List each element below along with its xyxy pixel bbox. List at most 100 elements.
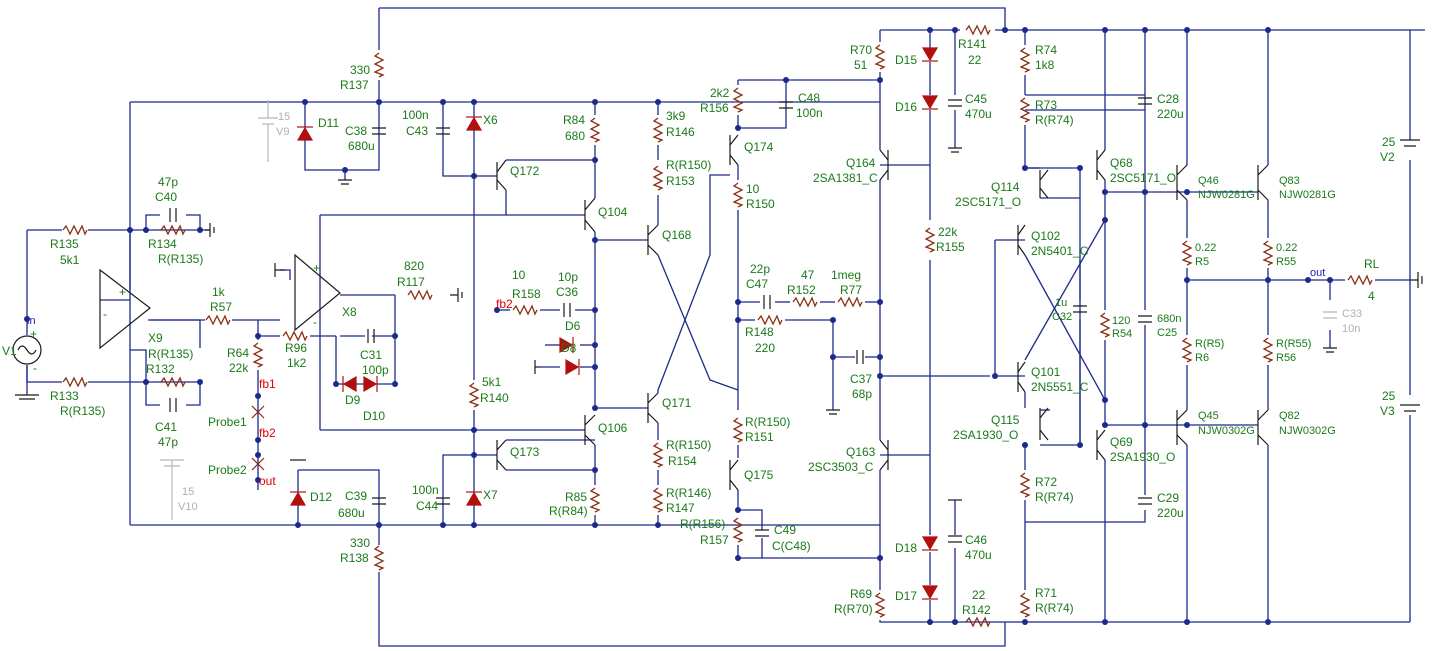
label-c40-val: 47p [158, 175, 178, 189]
label-c33-val: 10n [1342, 323, 1360, 335]
label-r74: R74 [1035, 43, 1057, 57]
label-r137-val: 330 [350, 63, 370, 77]
label-c32-val: 1u [1055, 297, 1067, 309]
label-r72-val: R(R74) [1035, 490, 1074, 504]
label-c41-val: 47p [158, 435, 178, 449]
label-r64: R64 [227, 346, 249, 360]
label-r150-val: 10 [746, 182, 760, 196]
label-q164: Q164 [846, 156, 876, 170]
label-r69-val: R(R70) [834, 602, 873, 616]
label-q173: Q173 [510, 445, 540, 459]
label-r96-val: 1k2 [287, 356, 307, 370]
label-d17: D17 [895, 589, 917, 603]
label-c37-val: 68p [852, 387, 872, 401]
component-labels: V1 in + - R135 5k1 47p C40 R134 R(R135) … [2, 37, 1396, 617]
label-q114: Q114 [991, 180, 1020, 194]
label-r134: R134 [148, 237, 177, 251]
label-c38-val: 680u [348, 139, 375, 153]
label-q102: Q102 [1031, 229, 1061, 243]
label-r77: R77 [840, 283, 862, 297]
label-q45: Q45 [1198, 410, 1219, 422]
label-r71: R71 [1035, 586, 1057, 600]
label-r70-val: 51 [854, 58, 868, 72]
label-d8: D8 [561, 341, 577, 355]
label-r133: R133 [50, 389, 79, 403]
label-r138-val: 330 [350, 536, 370, 550]
label-c31: C31 [360, 348, 382, 362]
label-r85-val: R(R84) [549, 504, 588, 518]
label-c44: C44 [416, 499, 438, 513]
label-d9: D9 [345, 393, 361, 407]
label-x8-minus: - [313, 315, 317, 329]
label-c33: C33 [1342, 308, 1362, 320]
label-v2: V2 [1380, 150, 1395, 164]
label-q163-part: 2SC3503_C [808, 460, 874, 474]
label-q106: Q106 [598, 421, 628, 435]
diodes [289, 47, 939, 600]
label-r154: R154 [668, 454, 697, 468]
label-v9-val: 15 [278, 111, 290, 123]
label-rl: RL [1364, 257, 1380, 271]
label-r72: R72 [1035, 475, 1057, 489]
label-r133-val: R(R135) [60, 404, 105, 418]
label-c28-val: 220u [1157, 107, 1184, 121]
label-r74-val: 1k8 [1035, 58, 1055, 72]
label-rl-val: 4 [1368, 289, 1375, 303]
label-r147: R147 [666, 501, 695, 515]
label-c47: C47 [746, 277, 768, 291]
label-q101-part: 2N5551_C [1031, 380, 1089, 394]
label-c31-val: 100p [362, 363, 389, 377]
label-q101: Q101 [1031, 365, 1061, 379]
label-x8-plus: + [313, 261, 320, 275]
label-in-pin: in [27, 315, 36, 327]
label-r64-val: 22k [229, 361, 249, 375]
label-r56: R56 [1276, 352, 1296, 364]
label-r156-val: 2k2 [710, 86, 730, 100]
label-r71-val: R(R74) [1035, 601, 1074, 615]
label-probe2: Probe2 [208, 463, 247, 477]
label-c48: C48 [798, 91, 820, 105]
label-r138: R138 [340, 551, 369, 565]
label-q82-part: NJW0302G [1279, 425, 1336, 437]
label-r155: R155 [936, 240, 965, 254]
label-r156: R156 [700, 101, 729, 115]
label-r140: R140 [480, 391, 509, 405]
label-q83-part: NJW0281G [1279, 189, 1336, 201]
label-q164-part: 2SA1381_C [813, 171, 878, 185]
label-q83: Q83 [1279, 175, 1300, 187]
label-q172: Q172 [510, 164, 540, 178]
label-c44-val: 100n [412, 483, 439, 497]
label-r153-val: R(R150) [666, 158, 711, 172]
grounds [205, 147, 1423, 501]
label-q115: Q115 [991, 413, 1020, 427]
label-c29: C29 [1157, 491, 1179, 505]
label-r146: R146 [666, 125, 695, 139]
label-r54-val: 120 [1112, 315, 1130, 327]
label-r141: R141 [958, 37, 987, 51]
label-r142-val: 22 [972, 588, 986, 602]
label-r6-val: R(R5) [1195, 338, 1224, 350]
label-r70: R70 [850, 43, 872, 57]
label-c45: C45 [965, 92, 987, 106]
sources [12, 100, 1420, 520]
label-q175: Q175 [744, 468, 774, 482]
label-r152-val: 47 [801, 268, 815, 282]
label-r157-val: R(R156) [680, 517, 725, 531]
label-r148: R148 [745, 325, 774, 339]
label-q171: Q171 [662, 396, 692, 410]
label-out-net: out [1310, 267, 1325, 279]
label-q163: Q163 [846, 445, 876, 459]
label-r73-val: R(R74) [1035, 113, 1074, 127]
label-c29-val: 220u [1157, 506, 1184, 520]
label-c49: C49 [774, 523, 796, 537]
label-r117: R117 [397, 275, 425, 289]
label-r85: R85 [565, 490, 587, 504]
label-c46: C46 [965, 533, 987, 547]
label-r117-val: 820 [404, 259, 424, 273]
opamps [99, 253, 341, 350]
label-v10-val: 15 [182, 486, 194, 498]
label-q102-part: 2N5401_C [1031, 244, 1089, 258]
label-r151: R151 [745, 430, 774, 444]
label-r5: R5 [1195, 256, 1209, 268]
label-r150: R150 [746, 197, 775, 211]
